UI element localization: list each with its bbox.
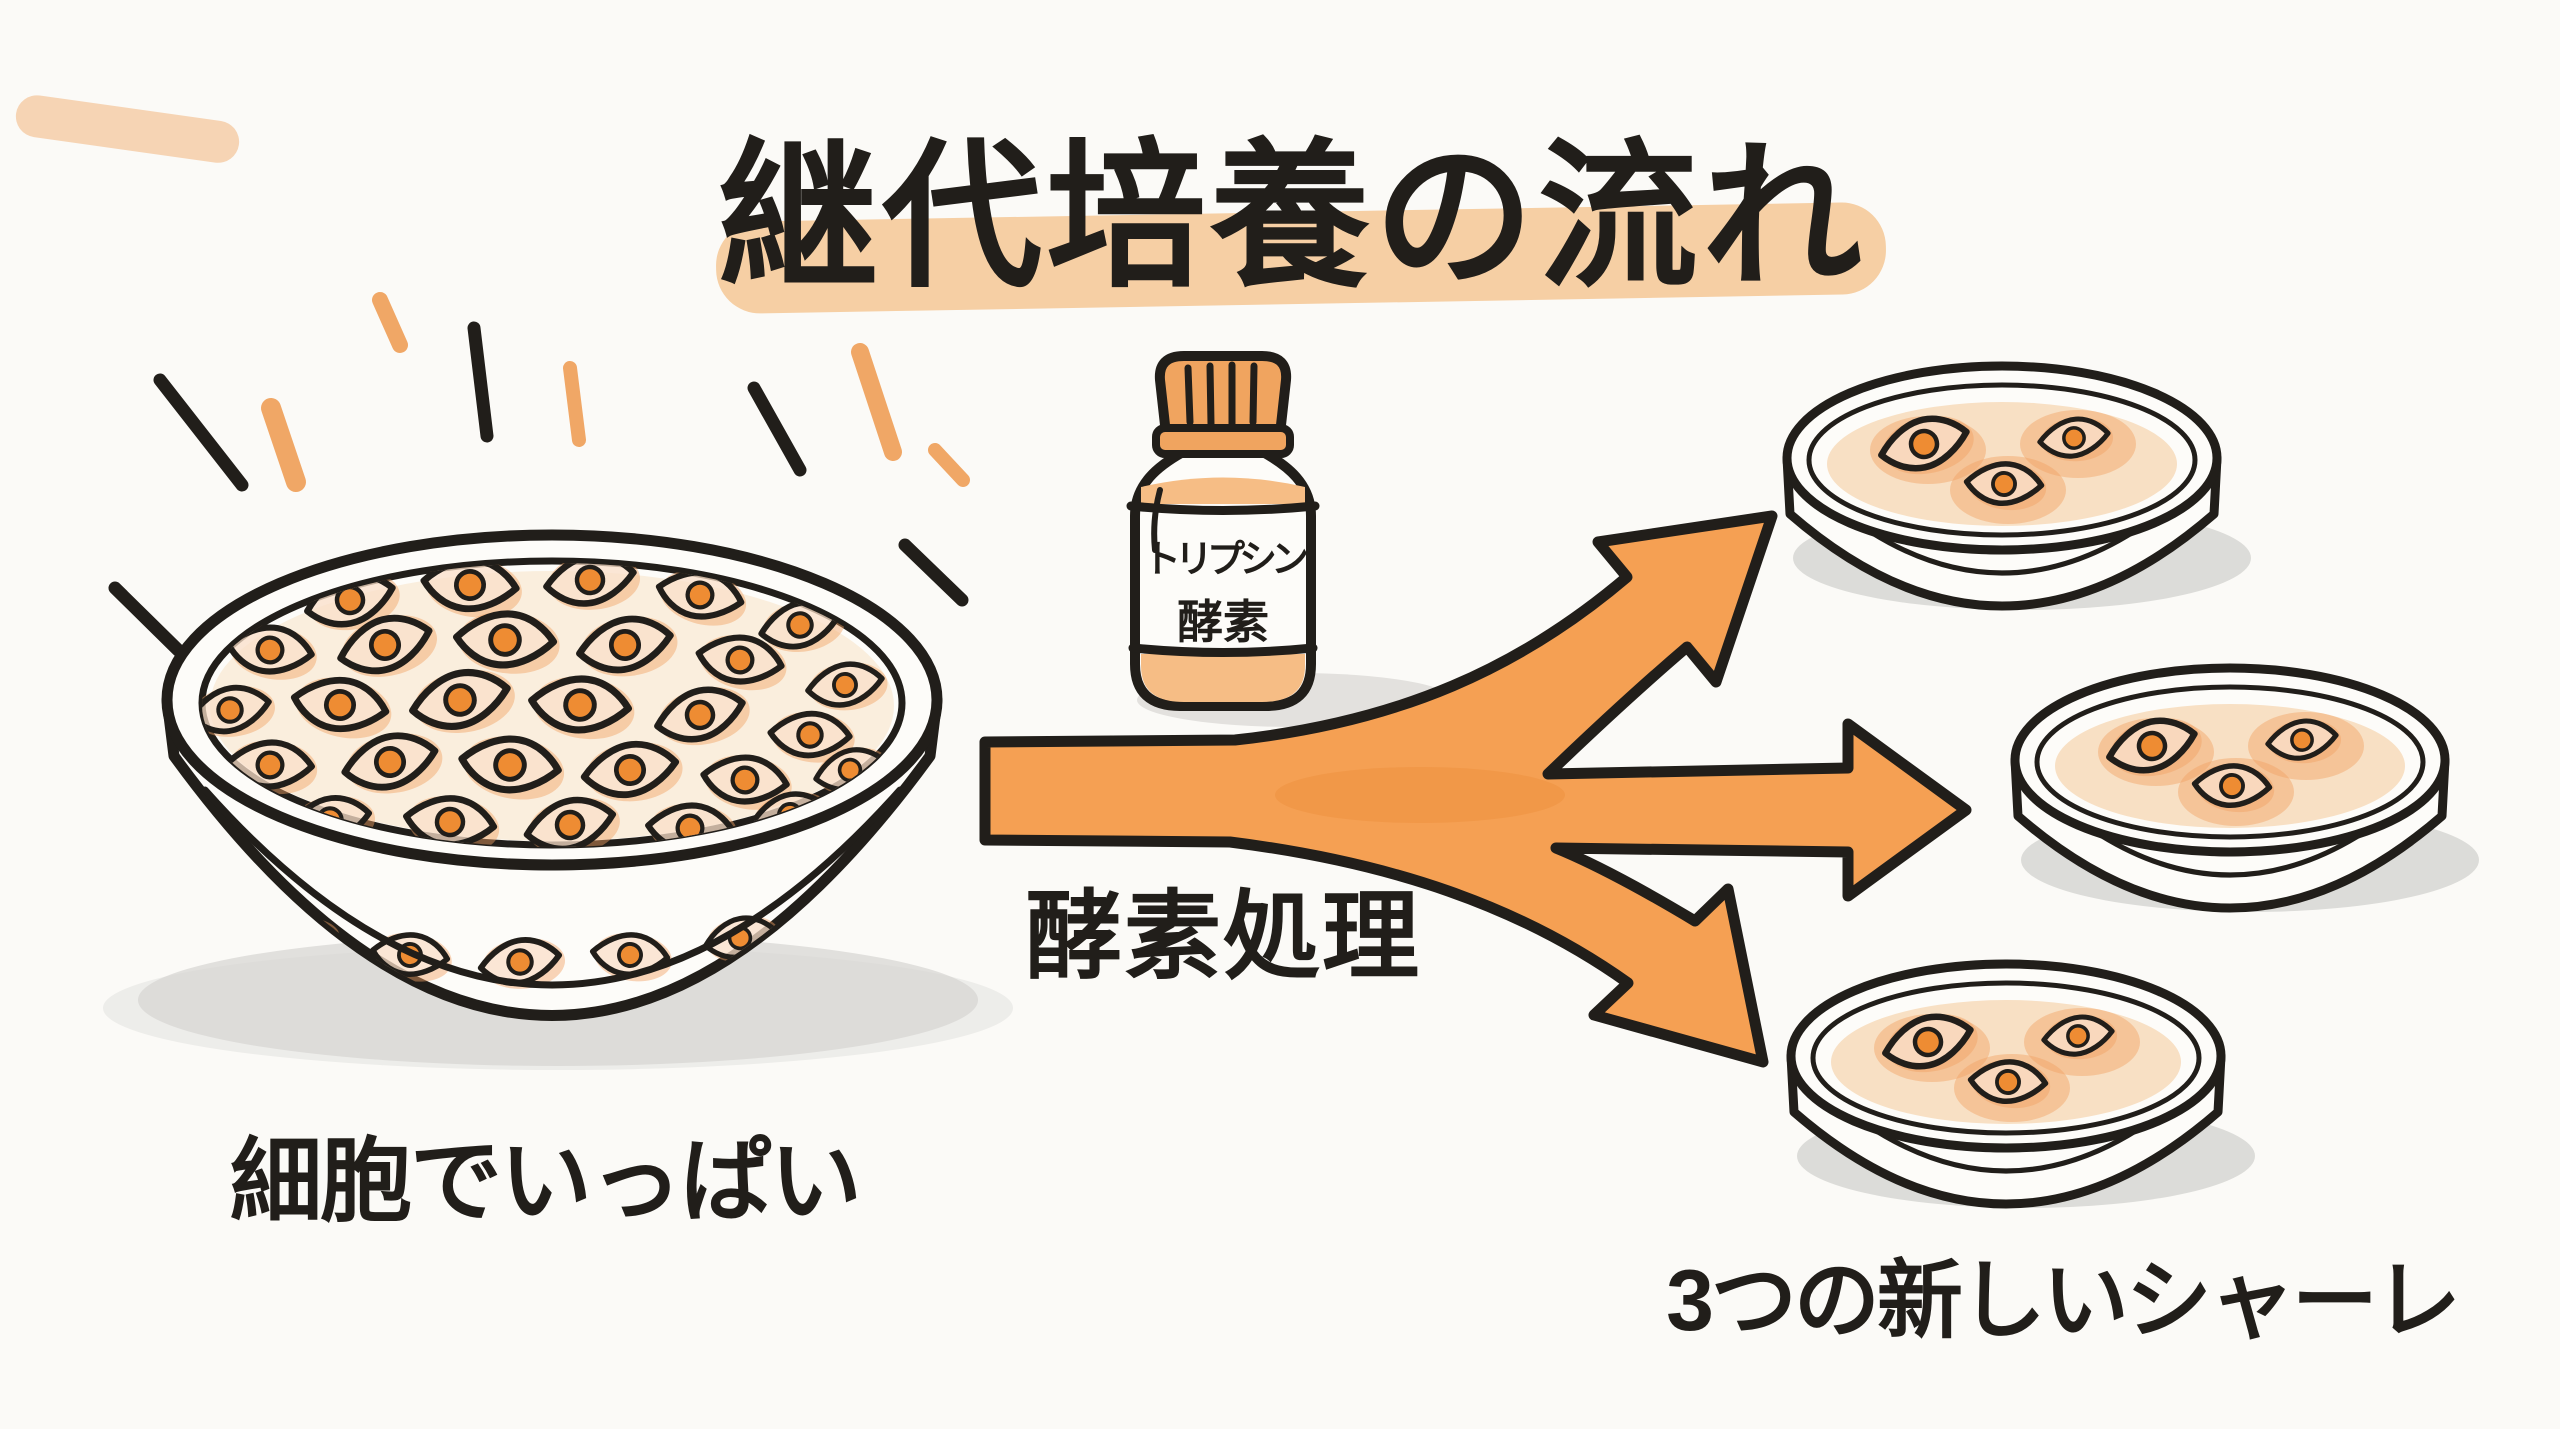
cell (695, 634, 787, 691)
cell (576, 615, 678, 677)
new-dishes (1782, 361, 2479, 1209)
source-dish (103, 529, 1013, 1070)
cell (654, 686, 750, 746)
arrow-label: 酵素処理 (1025, 882, 1421, 991)
arrow-shade (1275, 767, 1565, 823)
bottle-liquid-top (1141, 477, 1305, 504)
cell (337, 614, 437, 677)
cell (420, 563, 522, 618)
ray-black (153, 373, 249, 492)
arrow-shape (979, 510, 1972, 1068)
cell (655, 569, 747, 626)
cell (543, 563, 641, 610)
cell (1878, 415, 1974, 475)
cell (700, 754, 792, 810)
ray-black (108, 581, 185, 657)
new-dishes-label: 3つの新しいシャーレ (1666, 1253, 2458, 1349)
cell (2037, 416, 2114, 462)
cell (1882, 1013, 1978, 1073)
cell (290, 676, 392, 739)
cell (2041, 1014, 2118, 1060)
cell (767, 710, 855, 763)
ray-black (898, 538, 969, 607)
ray-orange (563, 361, 586, 447)
cell (202, 684, 275, 737)
source-dish-label: 細胞でいっぱい (230, 1131, 860, 1233)
cell (2106, 717, 2202, 777)
bottle-label-line1: トリプシン (1143, 539, 1307, 581)
page-title: 継代培養の流れ (718, 127, 1866, 306)
new-dish-2 (2010, 663, 2479, 913)
bottle-cap (1154, 351, 1292, 439)
glass-highlight (1151, 487, 1163, 553)
new-dish-1 (1782, 361, 2251, 611)
ray-orange (372, 292, 408, 353)
wall-inner-line (201, 786, 904, 989)
cell (528, 675, 635, 740)
new-dish-3 (1786, 959, 2255, 1209)
cell (523, 796, 620, 847)
dish-rim-inner (1806, 382, 2198, 538)
cell (453, 610, 560, 674)
cell (1967, 1059, 2051, 1109)
split-arrow (979, 510, 1972, 1068)
bottle-liquid-bottom (1141, 654, 1305, 702)
ray-black (747, 381, 807, 477)
ray-black (467, 321, 494, 443)
cell (805, 661, 888, 711)
cell (409, 668, 515, 733)
emphasis-rays (108, 292, 970, 657)
bottle-label-line2: 酵素 (1177, 596, 1269, 648)
cap-lip (1152, 424, 1294, 458)
cell (458, 735, 565, 800)
ray-orange (851, 343, 902, 461)
cell (225, 624, 317, 680)
ray-orange (928, 443, 970, 487)
cell (2191, 763, 2275, 813)
paper-smudge (15, 95, 240, 163)
cap-ribs (1184, 361, 1258, 428)
dish-rim-inner (1810, 980, 2202, 1136)
cell (580, 740, 683, 802)
cell (341, 732, 443, 794)
ray-orange (261, 398, 306, 492)
dish-rim-inner (2034, 684, 2426, 840)
cell (1963, 461, 2047, 511)
label-bottom-line (1128, 643, 1318, 657)
title-highlight (716, 202, 1886, 314)
label-top-line (1126, 501, 1320, 515)
trypsin-bottle: トリプシン 酵素 (1126, 351, 1453, 727)
cell (2265, 718, 2342, 764)
